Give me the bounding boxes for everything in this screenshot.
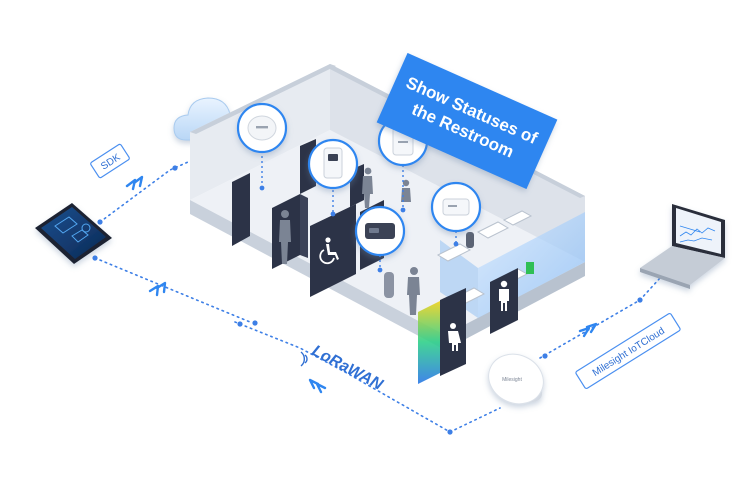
sdk-link-line [99, 149, 216, 223]
iotcloud-label: Milesight IoTCloud [575, 312, 681, 390]
iotcloud-text: Milesight IoTCloud [591, 326, 667, 379]
status-light [526, 262, 534, 274]
connector-dots [92, 165, 643, 435]
sdk-label: SDK [90, 143, 130, 179]
lorawan-link-line [234, 321, 501, 433]
flow-chevrons [125, 175, 598, 394]
sensor-bubble-leak [430, 181, 482, 233]
sensor-bubble-tof [354, 205, 406, 257]
laptop-icon [640, 204, 725, 289]
wheelchair-icon [319, 237, 339, 265]
gateway-brand: Milesight [502, 377, 522, 383]
male-icon [499, 280, 509, 311]
sensor-pin-dots [259, 185, 459, 273]
people-counting-heatmap [418, 300, 442, 384]
female-icon [448, 323, 461, 351]
signal-icon [300, 351, 308, 367]
sensor-bubble-air [307, 138, 359, 190]
gateway-icon: Milesight [488, 353, 544, 405]
stall-partitions [232, 139, 384, 297]
people-silhouettes [279, 167, 420, 315]
sensor-bubble-ceiling [236, 102, 288, 154]
tablet-link-line [94, 257, 251, 323]
tablet-icon [35, 203, 112, 264]
